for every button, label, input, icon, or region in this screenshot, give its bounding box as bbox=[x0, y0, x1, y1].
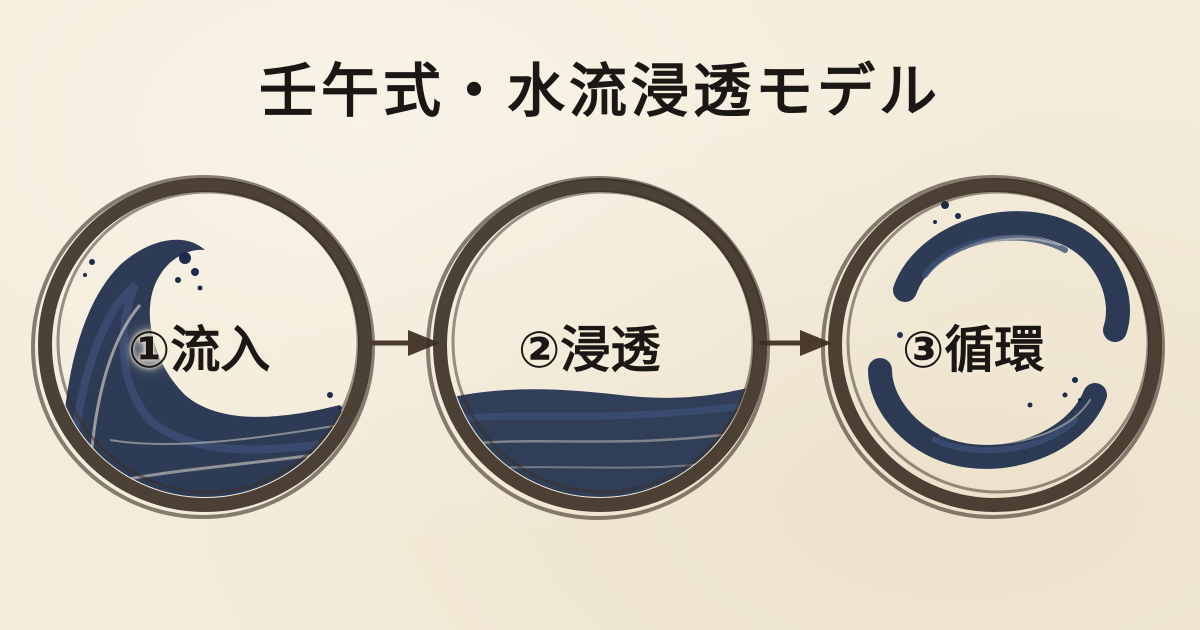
step1-ring bbox=[31, 175, 375, 519]
arrow-1-to-2 bbox=[365, 330, 440, 356]
step2-ring bbox=[426, 176, 770, 520]
step-label-inflow: ①流入 bbox=[128, 321, 271, 379]
step-label-circulation: ③循環 bbox=[902, 321, 1045, 379]
page-title: 壬午式・水流浸透モデル bbox=[258, 57, 941, 125]
step3-ring bbox=[821, 175, 1165, 519]
step-label-permeation: ②浸透 bbox=[518, 321, 661, 379]
step1-spray bbox=[83, 252, 342, 410]
step3-swirl bbox=[868, 211, 1130, 469]
